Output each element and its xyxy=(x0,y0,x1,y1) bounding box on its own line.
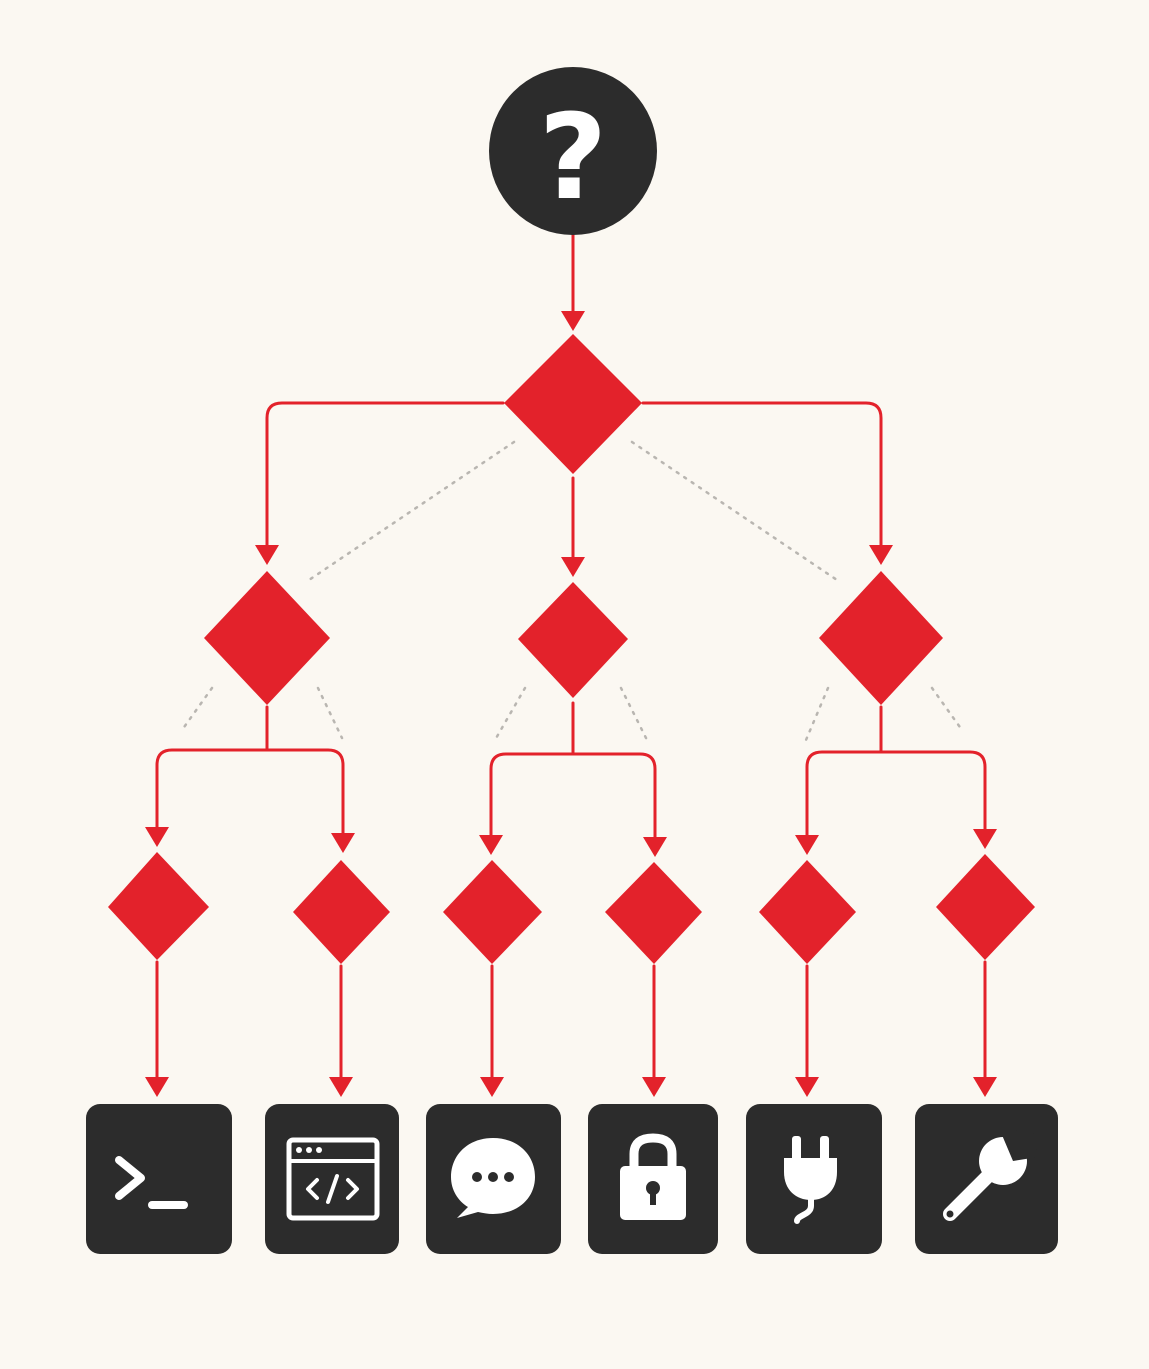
leaf-diamond-2 xyxy=(293,860,390,964)
dotted-guides xyxy=(180,440,964,744)
outcome-tile-plug[interactable] xyxy=(746,1104,882,1254)
outcome-tile-chat[interactable] xyxy=(426,1104,561,1254)
padlock-icon xyxy=(620,1133,686,1220)
leaf-diamond-3 xyxy=(443,860,542,964)
terminal-icon xyxy=(115,1156,188,1209)
connector-decision-to-left xyxy=(265,401,505,552)
connector-right-split xyxy=(805,705,987,842)
outcome-tile-wrench[interactable] xyxy=(915,1104,1058,1254)
dotted-guide xyxy=(930,686,964,732)
arrowhead xyxy=(561,557,585,577)
connector-left-split xyxy=(155,705,345,840)
connector-decision-to-right xyxy=(641,401,883,552)
arrowhead xyxy=(480,1077,504,1097)
question-icon: ? xyxy=(539,88,607,226)
leaf-diamond-4 xyxy=(605,862,702,964)
chat-bubble-icon xyxy=(451,1138,535,1218)
dotted-guide xyxy=(493,686,527,742)
arrowhead xyxy=(642,1077,666,1097)
arrowhead xyxy=(329,1077,353,1097)
outcome-tile-code-window[interactable] xyxy=(265,1104,399,1254)
dotted-guide xyxy=(804,686,830,742)
code-window-icon xyxy=(286,1137,380,1221)
arrowhead xyxy=(795,1077,819,1097)
outcome-tiles xyxy=(86,1104,1058,1254)
outcome-tile-lock[interactable] xyxy=(588,1104,718,1254)
connectors xyxy=(155,233,987,1082)
arrowhead xyxy=(795,835,819,855)
arrowhead xyxy=(973,1077,997,1097)
leaf-diamond-6 xyxy=(936,854,1035,960)
root-node: ? xyxy=(489,67,657,235)
arrowhead xyxy=(561,311,585,331)
branch-diamond-center xyxy=(518,582,628,698)
arrowheads xyxy=(145,311,997,1097)
arrowhead xyxy=(145,1077,169,1097)
arrowhead xyxy=(479,835,503,855)
branch-diamond-right xyxy=(819,571,943,705)
arrowhead xyxy=(973,829,997,849)
dotted-guide xyxy=(630,440,842,584)
decision-diamond-top xyxy=(504,334,642,474)
branch-diamond-left xyxy=(204,571,330,705)
leaf-diamond-1 xyxy=(108,852,209,960)
dotted-guide xyxy=(619,686,650,744)
dotted-guide xyxy=(304,440,516,584)
outcome-tile-terminal[interactable] xyxy=(86,1104,232,1254)
wrench-icon xyxy=(943,1126,1038,1221)
arrowhead xyxy=(869,545,893,565)
leaf-diamond-5 xyxy=(759,860,856,964)
arrowhead xyxy=(643,837,667,857)
decision-diamonds xyxy=(108,334,1035,964)
dotted-guide xyxy=(180,686,214,732)
dotted-guide xyxy=(316,686,344,740)
plug-icon xyxy=(784,1136,837,1224)
arrowhead xyxy=(331,833,355,853)
connector-center-split xyxy=(489,701,657,844)
arrowhead xyxy=(145,827,169,847)
arrowhead xyxy=(255,545,279,565)
